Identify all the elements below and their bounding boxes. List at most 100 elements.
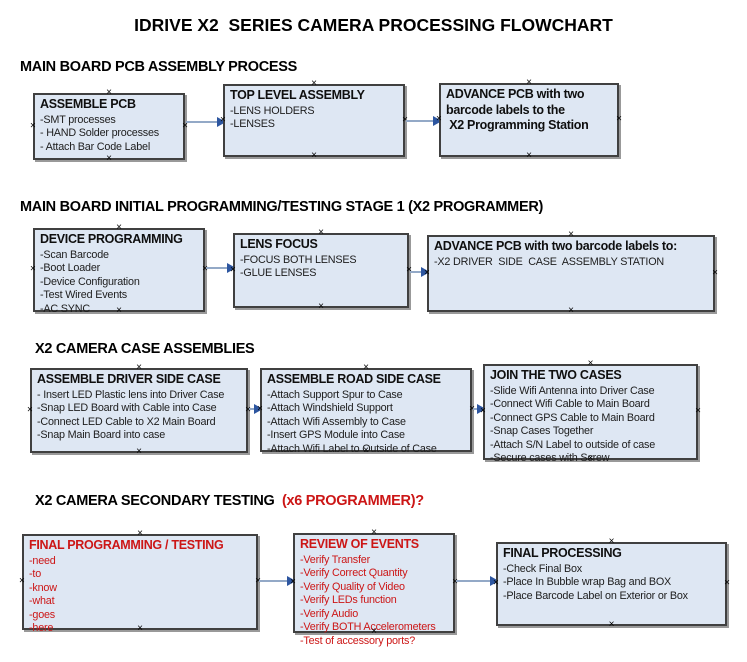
box-assemble-pcb: ASSEMBLE PCB -SMT processes- HAND Solder…: [30, 88, 188, 164]
box-item: -Verify BOTH Accelerometers: [300, 621, 436, 633]
connector-handle-icon: ×: [137, 528, 143, 539]
connector-handle-icon: ×: [318, 301, 324, 312]
connector-handle-icon: ×: [712, 267, 718, 279]
connector-handle-icon: ×: [526, 150, 532, 161]
box-item: -SMT processes: [40, 113, 116, 126]
box-item: -need: [29, 554, 56, 567]
section-heading-suffix: (x6 PROGRAMMER)?: [281, 493, 424, 509]
connector-handle-icon: ×: [724, 577, 730, 589]
connector-handle-icon: ×: [30, 120, 36, 132]
box-item: -LENS HOLDERS: [230, 104, 315, 117]
box-item: -Scan Barcode: [40, 248, 109, 261]
box-item: -Insert GPS Module into Case: [267, 429, 405, 441]
connector-handle-icon: ×: [608, 536, 615, 547]
box-top-level-assembly: TOP LEVEL ASSEMBLY -LENS HOLDERS-LENSES …: [220, 79, 408, 161]
connector-handle-icon: ×: [363, 362, 369, 373]
box-item: -to: [29, 568, 41, 580]
box-item: -Slide Wifi Antenna into Driver Case: [490, 384, 655, 397]
box-item: -Attach Wifi Label to Outside of Case: [267, 442, 437, 455]
box-items: -LENS HOLDERS-LENSES: [230, 105, 398, 132]
box-items: -Slide Wifi Antenna into Driver Case-Con…: [490, 385, 691, 466]
connector-handle-icon: ×: [30, 263, 36, 275]
flow-arrow: [259, 576, 296, 586]
box-item: -GLUE LENSES: [240, 267, 317, 279]
box-item: -what: [29, 595, 55, 607]
section-heading-text: MAIN BOARD INITIAL PROGRAMMING/TESTING S…: [20, 199, 544, 215]
box-item: -Verify LEDs function: [300, 594, 397, 606]
box-item: -LENSES: [230, 118, 275, 130]
box-title: REVIEW OF EVENTS: [300, 537, 419, 551]
connector-handle-icon: ×: [106, 153, 112, 164]
box-item: -Verify Quality of Video: [300, 580, 405, 593]
box-items: -need-to-know-what-goes-here: [29, 555, 251, 636]
box-item: -Place Barcode Label on Exterior or Box: [503, 589, 688, 602]
page-title: IDRIVE X2 SERIES CAMERA PROCESSING FLOWC…: [134, 15, 613, 35]
box-item: -Place In Bubble wrap Bag and BOX: [503, 576, 672, 588]
box-item: - Insert LED Plastic lens into Driver Ca…: [37, 388, 225, 401]
box-title: TOP LEVEL ASSEMBLY: [230, 88, 365, 102]
box-title: ADVANCE PCB with two barcode labels to:: [434, 239, 677, 253]
box-item: -Snap Cases Together: [490, 425, 594, 437]
box-final-processing: FINAL PROCESSING -Check Final Box-Place …: [493, 537, 730, 630]
box-item: -Verify Audio: [300, 607, 359, 620]
box-items: -FOCUS BOTH LENSES-GLUE LENSES: [240, 254, 402, 281]
connector-handle-icon: ×: [526, 77, 532, 88]
connector-handle-icon: ×: [371, 527, 377, 538]
section-heading-initial-programming: MAIN BOARD INITIAL PROGRAMMING/TESTING S…: [20, 199, 543, 215]
flow-arrow: [410, 267, 430, 277]
connector-handle-icon: ×: [106, 87, 112, 98]
box-item: -AC SYNC: [40, 302, 90, 315]
section-heading-case-assemblies: X2 CAMERA CASE ASSEMBLIES: [35, 341, 255, 357]
flow-arrow: [249, 404, 263, 414]
box-item: -Connect LED Cable to X2 Main Board: [37, 415, 216, 428]
section-heading-text: X2 CAMERA CASE ASSEMBLIES: [35, 341, 255, 357]
box-title: FINAL PROCESSING: [503, 546, 622, 560]
box-item: -Attach S/N Label to outside of case: [490, 438, 656, 451]
box-item: -Test of accessory ports?: [300, 634, 416, 647]
box-item: -Snap Main Board into case: [37, 429, 166, 441]
box-item: -Connect Wifi Cable to Main Board: [490, 398, 650, 410]
connector-handle-icon: ×: [608, 619, 615, 630]
connector-handle-icon: ×: [19, 575, 25, 587]
flow-arrow: [456, 576, 499, 586]
box-title: ADVANCE PCB with two barcode labels to t…: [446, 87, 589, 132]
box-device-programming: DEVICE PROGRAMMING -Scan Barcode-Boot Lo…: [30, 223, 208, 316]
box-title: LENS FOCUS: [240, 237, 318, 251]
box-items: - Insert LED Plastic lens into Driver Ca…: [37, 389, 241, 443]
box-item: - Attach Bar Code Label: [40, 140, 151, 153]
box-items: -Verify Transfer-Verify Correct Quantity…: [300, 554, 448, 649]
box-item: -here: [29, 622, 54, 634]
connector-handle-icon: ×: [568, 229, 574, 240]
section-heading-pcb-assembly: MAIN BOARD PCB ASSEMBLY PROCESS: [20, 59, 297, 75]
flow-arrow: [406, 116, 442, 126]
box-item: -Verify Transfer: [300, 553, 371, 566]
box-item: -Attach Windshield Support: [267, 402, 393, 414]
box-advance-pcb-driver-side: ADVANCE PCB with two barcode labels to: …: [424, 230, 718, 316]
connector-handle-icon: ×: [311, 78, 317, 89]
box-items: -Check Final Box-Place In Bubble wrap Ba…: [503, 563, 720, 604]
box-item: -goes: [29, 608, 56, 621]
box-title: ASSEMBLE DRIVER SIDE CASE: [37, 372, 221, 386]
connector-handle-icon: ×: [136, 362, 142, 373]
connector-handle-icon: ×: [616, 113, 622, 125]
box-items: -Scan Barcode-Boot Loader-Device Configu…: [40, 249, 198, 317]
box-item: -Attach Wifi Assembly to Case: [267, 415, 406, 428]
box-items: -Attach Support Spur to Case-Attach Wind…: [267, 389, 465, 457]
box-join-two-cases: JOIN THE TWO CASES -Slide Wifi Antenna i…: [480, 359, 701, 465]
box-item: -Attach Support Spur to Case: [267, 388, 403, 401]
connector-handle-icon: ×: [136, 446, 142, 457]
box-review-of-events: REVIEW OF EVENTS -Verify Transfer-Verify…: [290, 528, 458, 647]
box-item: -Verify Correct Quantity: [300, 567, 408, 579]
box-item: -Snap LED Board with Cable into Case: [37, 402, 217, 414]
box-item: -know: [29, 581, 57, 594]
box-assemble-driver-side-case: ASSEMBLE DRIVER SIDE CASE - Insert LED P…: [27, 363, 251, 457]
box-item: - HAND Solder processes: [40, 127, 160, 139]
box-title: JOIN THE TWO CASES: [490, 368, 622, 382]
box-item: -FOCUS BOTH LENSES: [240, 253, 357, 266]
connector-handle-icon: ×: [311, 150, 317, 161]
flow-arrow: [206, 263, 236, 273]
box-item: -X2 DRIVER SIDE CASE ASSEMBLY STATION: [434, 255, 664, 268]
box-assemble-road-side-case: ASSEMBLE ROAD SIDE CASE -Attach Support …: [257, 363, 475, 456]
connector-handle-icon: ×: [695, 405, 701, 417]
